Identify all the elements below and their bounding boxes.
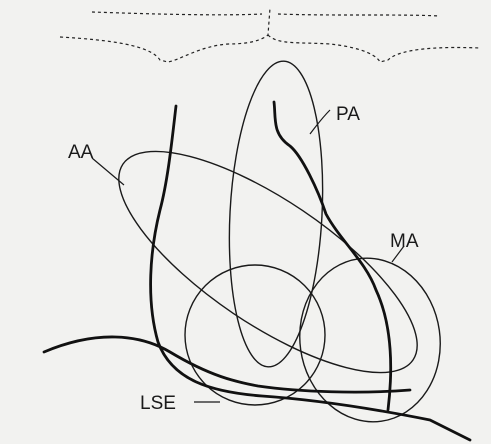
dashed-outline-top <box>60 8 480 62</box>
pa-leader <box>310 110 330 134</box>
dashed-outline-top-2 <box>92 12 440 16</box>
pa-region <box>222 59 330 369</box>
pa-label: PA <box>336 104 360 125</box>
lse-label: LSE <box>140 393 176 414</box>
ma-label: MA <box>390 231 419 252</box>
lateral-line <box>44 337 410 392</box>
lse-region <box>185 265 325 405</box>
aa-label: AA <box>68 142 94 163</box>
